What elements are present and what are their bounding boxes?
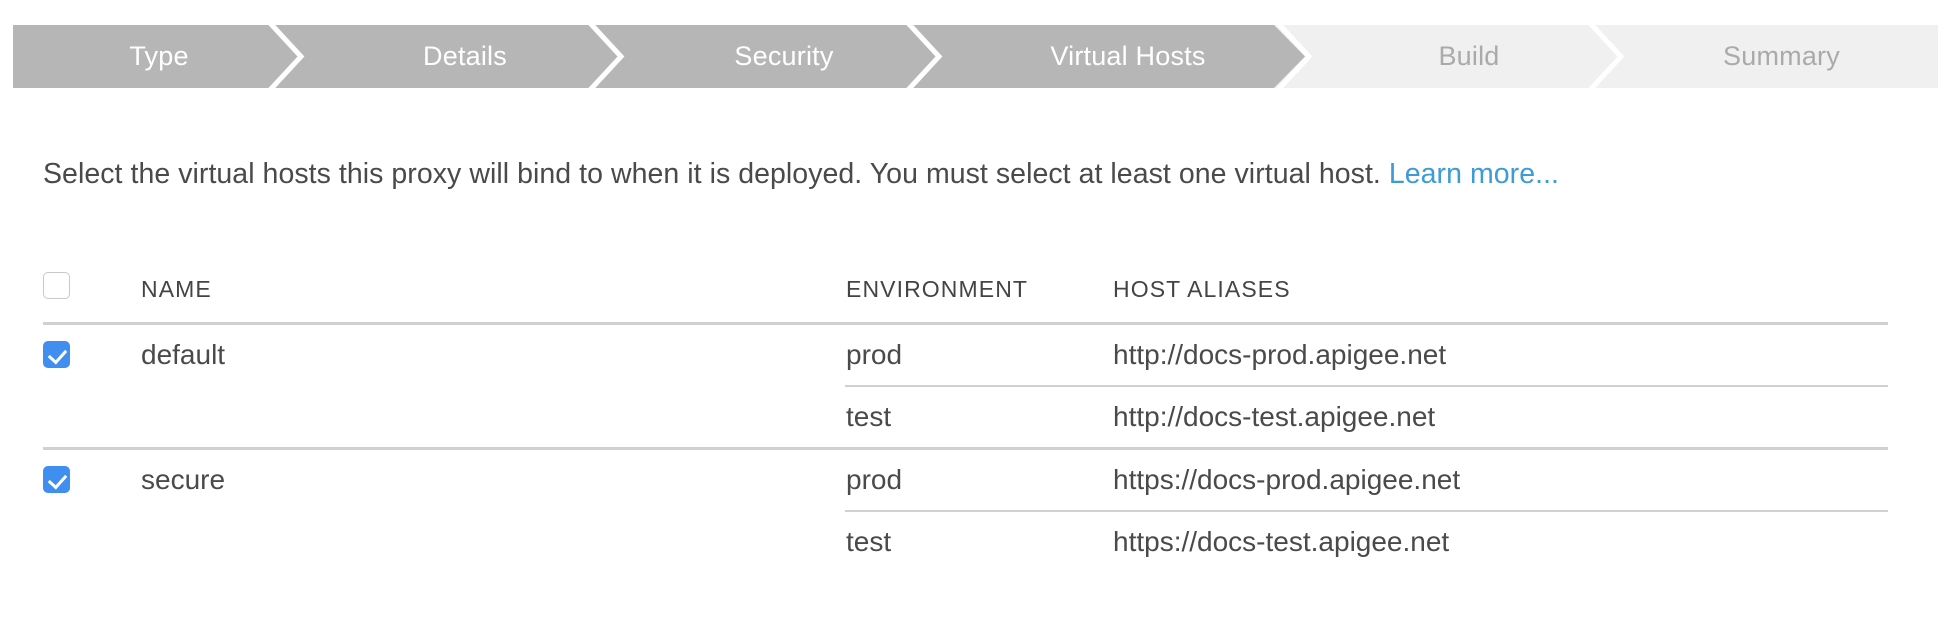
wizard-progress-bar: Type Details Security Virtual Hosts Build Sum… — [13, 21, 1938, 92]
cell-host-alias: http://docs-prod.apigee.net — [1113, 339, 1447, 370]
wizard-step-label: Summary — [1723, 41, 1840, 71]
select-all-checkbox-wrap[interactable] — [43, 272, 73, 302]
table-subrow: default prod http://docs-prod.apigee.net — [43, 325, 1888, 385]
wizard-step-summary[interactable]: Summary — [1625, 25, 1938, 88]
table-row: secure prod https://docs-prod.apigee.net te… — [43, 450, 1888, 572]
header-divider — [43, 322, 1888, 325]
column-header-name: NAME — [141, 276, 212, 302]
chevron-right-icon — [266, 21, 306, 92]
chevron-right-icon — [1274, 21, 1314, 92]
wizard-step-label: Security — [734, 41, 834, 71]
chevron-right-icon — [586, 21, 626, 92]
column-header-environment: ENVIRONMENT — [846, 276, 1029, 302]
row-checkbox-wrap[interactable] — [43, 341, 73, 371]
row-checkbox-wrap[interactable] — [43, 466, 73, 496]
learn-more-link[interactable]: Learn more... — [1388, 158, 1560, 190]
virtual-hosts-table: NAME ENVIRONMENT HOST ALIASES default pro… — [43, 272, 1888, 572]
description-text: Select the virtual hosts this proxy will… — [43, 158, 1389, 190]
table-header-row: NAME ENVIRONMENT HOST ALIASES — [43, 272, 1888, 322]
column-header-host-aliases: HOST ALIASES — [1113, 276, 1291, 302]
cell-environment: prod — [846, 339, 903, 370]
subrow-divider — [845, 385, 1888, 387]
table-subrow: secure prod https://docs-prod.apigee.net — [43, 450, 1888, 510]
wizard-step-virtual-hosts[interactable]: Virtual Hosts — [943, 21, 1314, 92]
chevron-right-icon — [904, 21, 944, 92]
row-divider — [43, 447, 1888, 450]
cell-host-alias: http://docs-test.apigee.net — [1113, 401, 1436, 432]
cell-environment: test — [846, 401, 892, 432]
subrow-divider — [845, 510, 1888, 512]
cell-host-alias: https://docs-prod.apigee.net — [1113, 464, 1461, 495]
row-checkbox[interactable] — [43, 466, 70, 493]
cell-name: secure — [141, 464, 226, 495]
cell-environment: prod — [846, 464, 903, 495]
wizard-step-label: Type — [129, 41, 189, 71]
wizard-step-label: Details — [423, 41, 507, 71]
cell-host-alias: https://docs-test.apigee.net — [1113, 526, 1450, 557]
wizard-step-label: Virtual Hosts — [1050, 41, 1206, 71]
wizard-step-details[interactable]: Details — [305, 21, 626, 92]
row-checkbox[interactable] — [43, 341, 70, 368]
table-subrow: test https://docs-test.apigee.net — [43, 512, 1888, 572]
wizard-step-build[interactable]: Build — [1313, 21, 1626, 92]
page-description: Select the virtual hosts this proxy will… — [43, 158, 1559, 191]
wizard-step-security[interactable]: Security — [625, 21, 944, 92]
select-all-checkbox[interactable] — [43, 272, 70, 299]
table-subrow: test http://docs-test.apigee.net — [43, 387, 1888, 447]
cell-environment: test — [846, 526, 892, 557]
wizard-step-type[interactable]: Type — [13, 21, 306, 92]
cell-name: default — [141, 339, 226, 370]
chevron-right-icon — [1586, 21, 1626, 92]
wizard-step-label: Build — [1438, 41, 1500, 71]
table-row: default prod http://docs-prod.apigee.net te… — [43, 325, 1888, 447]
table-body: default prod http://docs-prod.apigee.net te… — [43, 325, 1888, 572]
